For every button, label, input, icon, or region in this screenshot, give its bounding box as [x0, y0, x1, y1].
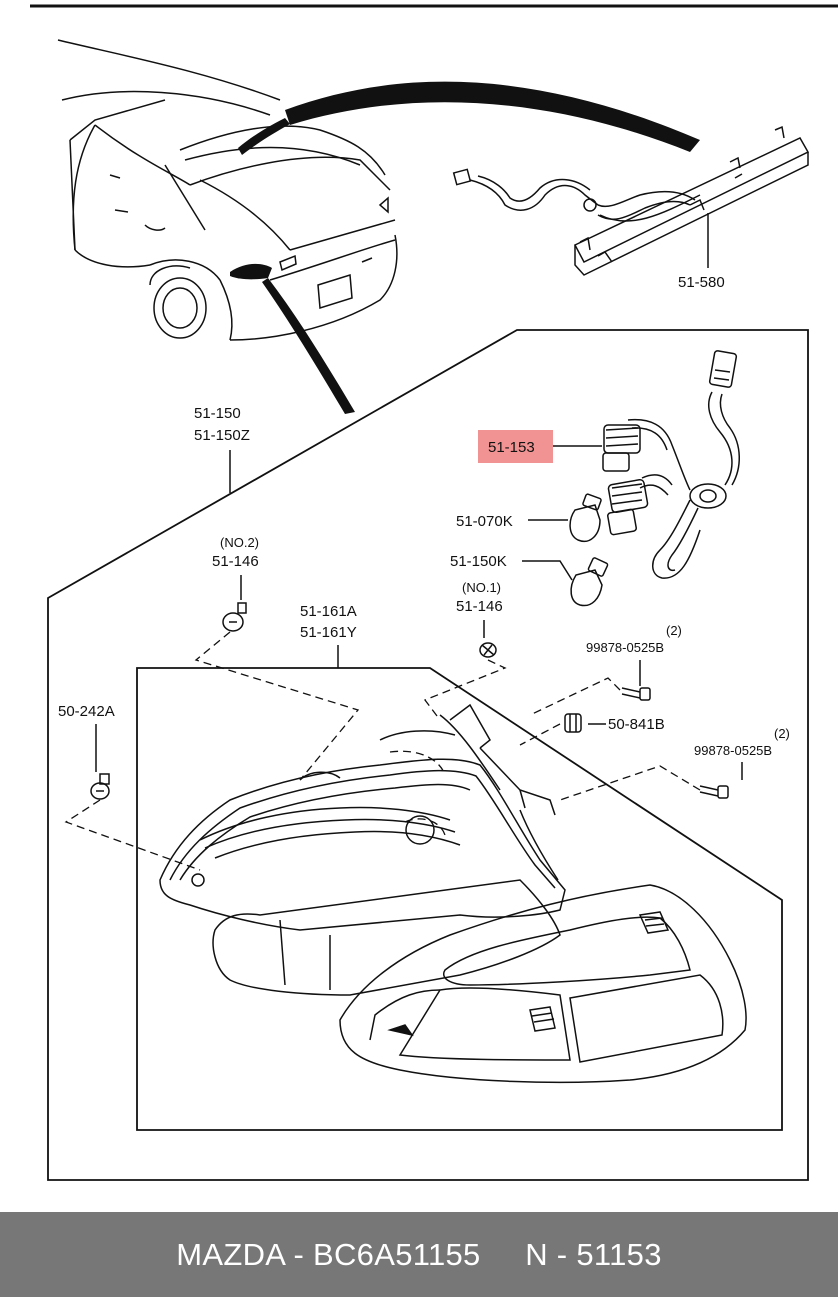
- footer-part-number: BC6A51155: [313, 1236, 481, 1272]
- bulb-51150k: [570, 557, 609, 607]
- footer-brand: MAZDA: [176, 1236, 285, 1272]
- label-51153-highlight: [478, 430, 553, 463]
- assembly-frame: [47, 329, 809, 1181]
- car-tail-lamp-marker: [230, 263, 272, 280]
- tail-lamp-assembly: [159, 703, 747, 1084]
- high-stop-pointer: [285, 81, 700, 152]
- label-qty-1: (2): [666, 623, 682, 638]
- high-stop-lamp: [452, 125, 810, 276]
- label-51070k: 51-070K: [456, 513, 513, 530]
- lamp-frame: [136, 667, 783, 1131]
- label-no2: (NO.2): [220, 535, 259, 550]
- label-qty-2: (2): [774, 726, 790, 741]
- leader-51150k: [522, 560, 573, 581]
- label-50242a: 50-242A: [58, 703, 115, 720]
- label-no1: (NO.1): [462, 580, 501, 595]
- parts-diagram: 51-580 51-150 51-150Z 51-153 51-0: [30, 4, 838, 1181]
- socket-harness: [602, 350, 740, 579]
- car-illustration: [57, 39, 398, 341]
- footer-caption: MAZDA - BC6A51155 N - 51153: [176, 1236, 662, 1272]
- label-51161y: 51-161Y: [300, 624, 357, 641]
- label-99878-1: 99878-0525B: [586, 640, 664, 655]
- clip-50841b: [564, 713, 582, 733]
- label-51150: 51-150: [194, 405, 241, 422]
- screw-50242a: [90, 773, 110, 800]
- label-51146-b: 51-146: [456, 598, 503, 615]
- label-50841b: 50-841B: [608, 716, 665, 733]
- label-51153: 51-153: [488, 439, 535, 456]
- label-99878-2: 99878-0525B: [694, 743, 772, 758]
- footer-ref-prefix: N: [525, 1236, 548, 1272]
- label-51150z: 51-150Z: [194, 427, 250, 444]
- screw-no2: [222, 602, 247, 632]
- label-51150k: 51-150K: [450, 553, 507, 570]
- label-51580: 51-580: [678, 274, 725, 291]
- clip-no1: [479, 642, 497, 658]
- footer-bar: MAZDA - BC6A51155 N - 51153: [0, 1212, 838, 1297]
- tail-lamp-pointer: [262, 278, 355, 414]
- screw-99878-2: [699, 785, 729, 799]
- label-51161a: 51-161A: [300, 603, 357, 620]
- screw-99878-1: [621, 687, 651, 701]
- diagram-svg: 51-580 51-150 51-150Z 51-153 51-0: [30, 4, 838, 1181]
- car-high-stop-marker: [238, 118, 290, 155]
- label-51146-a: 51-146: [212, 553, 259, 570]
- bulb-51070k: [569, 493, 602, 542]
- footer-ref-number: 51153: [576, 1236, 662, 1272]
